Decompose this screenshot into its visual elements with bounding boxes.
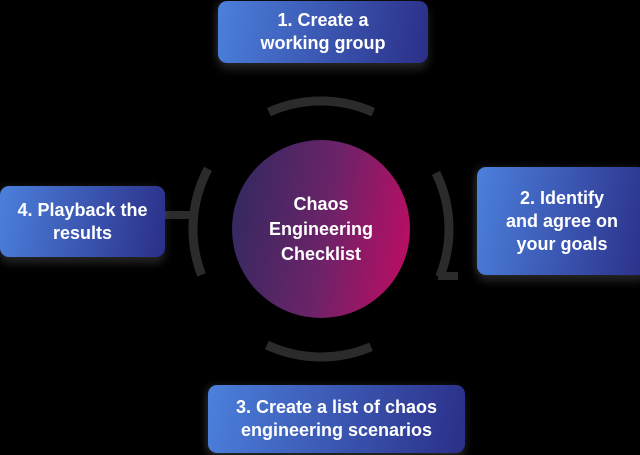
step-box-identify-goals: 2. Identify and agree on your goals [477,167,640,275]
step-box-create-working-group: 1. Create a working group [218,1,428,63]
cycle-arc-right-icon [431,170,454,279]
cycle-arc-bottom-icon [265,340,373,362]
center-circle-title: Chaos Engineering Checklist [232,140,410,318]
step-box-playback-results: 4. Playback the results [0,186,165,257]
cycle-arc-left-icon [188,166,212,277]
step-box-create-scenarios-list: 3. Create a list of chaos engineering sc… [208,385,465,453]
cycle-arc-top-icon [267,96,375,117]
